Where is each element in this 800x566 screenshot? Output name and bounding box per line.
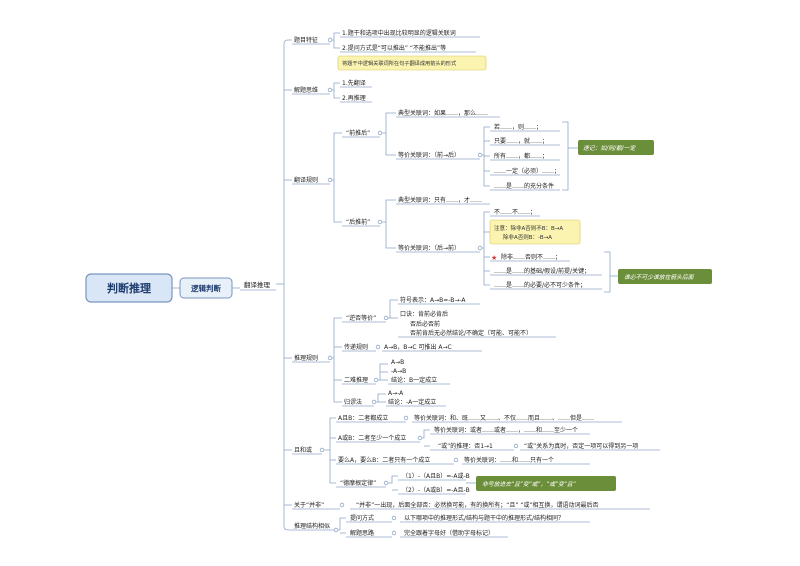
nideng-label: “逆否等价” [346, 314, 376, 322]
demo-line: （2）-（A或B）=-A且-B [402, 486, 470, 494]
star-icon: ★ [491, 254, 497, 262]
section-tizhi[interactable]: 题目特征 1.题干和选项中出现比较明显的逻辑关联词 2.提问方式是“可以推出” … [292, 29, 480, 53]
sub-label: 翻译推理 [244, 280, 271, 289]
huo-equiv: 等价关联词：或者……或者……，……和……至少一个 [434, 426, 578, 434]
note-text: 将题干中逻辑关联词所在句子翻译成用箭头的形式 [342, 59, 457, 67]
note-line: 注意：除非A否则不B：B→A [494, 224, 563, 232]
list-item: 只要……，就……； [494, 137, 548, 145]
root-node[interactable]: 判断推理 [85, 273, 173, 303]
section-label: 关于“并非” [294, 501, 324, 509]
chuandi-text: A→B，B→C 可推出 A→C [384, 343, 452, 351]
qian-list: 若……，则……； 只要……，就……； 所有……，都……； ……一定（必须）……；… [490, 123, 560, 191]
list-item: 2.提问方式是“可以推出” “不能推出”等 [342, 44, 446, 52]
section-label: 且和或 [294, 446, 312, 454]
list-item: 除非……否则不……； [501, 253, 561, 261]
hou-equiv: 等价关联词：（后→前） [398, 244, 460, 252]
root-label: 判断推理 [107, 281, 151, 295]
list-item: ……是……的必要/必不可少条件； [494, 281, 586, 289]
main-node[interactable]: 逻辑判断 [179, 277, 233, 299]
section-jieti[interactable]: 解题思维 将题干中逻辑关联词所在句子翻译成用箭头的形式 1.先翻译 2.再推理 [292, 55, 487, 103]
erdui-line: -A→B [391, 368, 406, 375]
huo-rule1: “或”的推理：否1→1 [438, 442, 493, 450]
list-item: ……是……的充分条件 [494, 182, 554, 190]
guimiu-line: A→-A [388, 390, 404, 397]
note-box [337, 55, 487, 71]
section-tuili[interactable]: 推理规则 “逆否等价” 符号表示：A→B=-B→-A 口诀：肯前必肯后 否后必否… [292, 296, 556, 407]
note-line: 除非A否则B：-B→A [503, 233, 552, 241]
nideng-formula-1: 否后必否前 [410, 320, 440, 328]
demo-label: “德摩根定律” [340, 479, 376, 487]
section-label: 解题思维 [294, 86, 318, 94]
hou-label: “后推前” [346, 218, 370, 226]
demo-line: （1）-（A且B）=-A或-B [402, 472, 470, 480]
sub-node[interactable]: 翻译推理 [240, 280, 276, 291]
erdui-line: A→B [391, 359, 404, 366]
method-text: 完全跟着字母好（借助字母标记） [404, 529, 494, 537]
list-item: 不……不……； [494, 209, 536, 216]
section-label: 翻译规则 [294, 176, 318, 184]
section-jiegou[interactable]: 推理结构相似 提问方式 以下哪项中的推理形式/结构与题干中的推理形式/结构相同？… [292, 514, 590, 538]
list-item: 2.再推理 [342, 94, 366, 102]
section-label: 推理结构相似 [294, 522, 330, 530]
section-qiehuo[interactable]: 且和或 A且B：二者都成立 等价关联词：和、既……又……、不仅……而且……、……… [292, 414, 660, 495]
hou-memo-callout: 谁必不可少谁放在箭头后面 [618, 269, 712, 284]
section-label: 推理规则 [294, 354, 318, 362]
hou-list: 不……不……； 注意：除非A否则不B：B→A 除非A否则B：-B→A ★ 除非…… [489, 209, 602, 290]
section-label: 题目特征 [294, 36, 318, 44]
yaome-label: 要么A，要么B：二者只有一个成立 [338, 456, 430, 464]
main-label: 逻辑判断 [190, 283, 221, 293]
hou-note-box [489, 219, 581, 245]
yaome-text: 等价关联词：……和……只有一个 [464, 456, 554, 464]
erdui-line: 结论：B一定成立 [391, 376, 437, 384]
qian-memo-callout: 速记：如/则/都/一定 [578, 140, 654, 155]
huo-rule2: “或”关系为真时，否定一项可以得到另一项 [524, 442, 638, 450]
qie-text: 等价关联词：和、既……又……、不仅……而且……、……但是…… [414, 414, 594, 422]
list-item: 若……，则……； [494, 123, 542, 131]
memo-text: 谁必不可少谁放在箭头后面 [624, 274, 695, 281]
chuandi-label: 传递规则 [344, 343, 368, 351]
ask-text: 以下哪项中的推理形式/结构与题干中的推理形式/结构相同？ [404, 514, 564, 522]
connector-lines [172, 32, 618, 534]
guimiu-line: 结论：-A一定成立 [388, 398, 436, 406]
ask-label: 提问方式 [350, 514, 374, 522]
list-item: 所有……，都……； [494, 152, 548, 160]
section-fanyi[interactable]: 翻译规则 “前推后” 典型关联词：如果……，那么…… 等价关联词：（前→后） 若… [292, 109, 712, 290]
nideng-symbol: 符号表示：A→B=-B→-A [400, 296, 466, 304]
list-item: 1.先翻译 [342, 79, 366, 87]
qian-label: “前推后” [346, 129, 370, 137]
huo-label: A或B：二者至少一个成立 [338, 434, 406, 442]
qian-equiv: 等价关联词：（前→后） [398, 151, 460, 159]
list-item: 1.题干和选项中出现比较明显的逻辑关联词 [342, 29, 456, 37]
qian-typical: 典型关联词：如果……，那么…… [398, 109, 488, 117]
list-item: ……一定（必须）……； [494, 167, 560, 175]
demo-memo-callout: 非号放进去“且”变“或”，“或”变“且” [476, 476, 616, 491]
qie-label: A且B：二者都成立 [338, 414, 388, 422]
memo-text: 非号放进去“且”变“或”，“或”变“且” [482, 481, 577, 488]
method-label: 解题思路 [350, 529, 374, 537]
section-feibing[interactable]: 关于“并非” “并非”一出现，后面全部否：必然换可能，有的换所有；“且” “或”… [292, 501, 650, 510]
list-item: ……是……的基础/假设/前提/关键； [494, 267, 590, 275]
memo-text: 速记：如/则/都/一定 [583, 145, 636, 152]
hou-typical: 典型关联词：只有……，才…… [398, 196, 482, 204]
guimiu-label: 归谬法 [344, 398, 362, 406]
nideng-formula-2: 否前肯后无必然结论/不确定（可能、可能不） [410, 329, 532, 337]
feibing-text: “并非”一出现，后面全部否：必然换可能，有的换所有；“且” “或”相互换，谓语动… [356, 501, 599, 509]
erdui-label: 二难推理 [344, 376, 368, 384]
nideng-formula-0: 口诀：肯前必肯后 [400, 310, 448, 318]
